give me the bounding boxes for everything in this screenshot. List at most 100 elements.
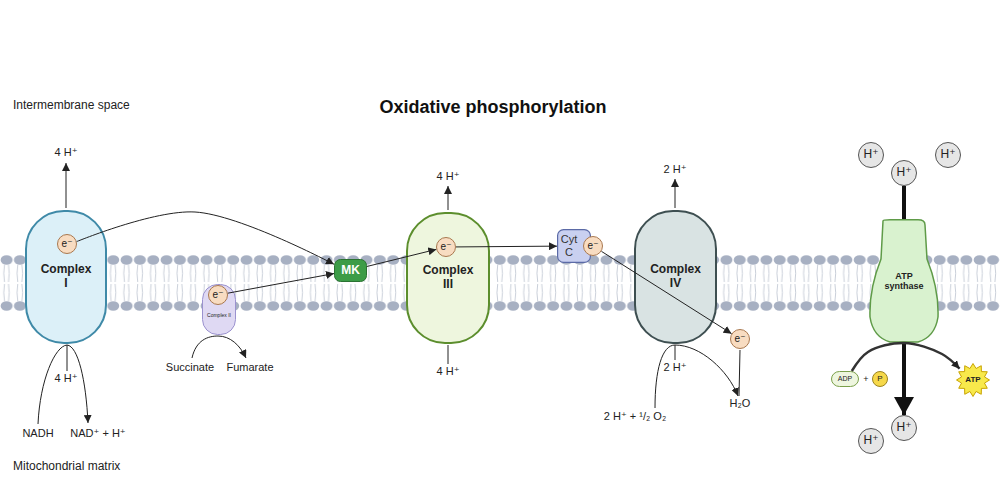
molecule-label: Fumarate	[226, 361, 273, 374]
molecule-pill: ADP	[831, 371, 859, 387]
proton-circle-outline	[936, 143, 961, 168]
molecule-label: Succinate	[166, 361, 214, 374]
carrier-box-outline	[335, 260, 367, 282]
complex-box: Complex I e⁻	[25, 210, 107, 344]
proton-pump-arrow	[448, 186, 449, 210]
electron-circle-outline	[58, 235, 77, 254]
flow-connector	[228, 274, 334, 294]
text-holder: H⁺	[935, 142, 961, 168]
complex-box: Complex IV	[634, 210, 717, 344]
proton-count: 2 H⁺	[664, 163, 687, 176]
proton-circle: H⁺	[891, 415, 917, 441]
carrier-box: MK	[334, 259, 367, 282]
phosphate-circle-outline	[873, 372, 888, 387]
node-text: e⁻	[588, 240, 599, 252]
text-holder: H⁺	[891, 160, 917, 186]
text-holder: H⁺	[891, 415, 917, 441]
node-text: Complex II	[207, 313, 231, 319]
node-text: MK	[341, 264, 360, 278]
molecule-label: NADH	[22, 427, 53, 440]
flow-connector	[902, 343, 906, 415]
node-text: H⁺	[864, 434, 879, 448]
electron-circle: e⁻	[583, 236, 603, 256]
node-text: H⁺	[941, 148, 956, 162]
text-holder: MK	[334, 259, 367, 282]
complex-box-outline	[407, 213, 489, 343]
electron-circle: e⁻	[436, 237, 456, 257]
reaction-arrow	[38, 345, 88, 424]
proton-leader	[675, 345, 676, 360]
proton-circle-outline	[892, 161, 917, 186]
text-holder: Complex III	[406, 212, 490, 344]
enzyme-box: ATP synthase	[868, 219, 940, 343]
electron-circle-outline	[731, 330, 750, 349]
text-holder: e⁻	[730, 329, 750, 349]
proton-leader	[67, 345, 68, 371]
proton-leader	[448, 345, 449, 364]
node-text: H⁺	[897, 166, 912, 180]
node-text: e⁻	[735, 333, 746, 345]
region-label: Mitochondrial matrix	[13, 459, 120, 473]
flow-connector	[852, 343, 960, 371]
proton-circle: H⁺	[891, 160, 917, 186]
proton-circle-outline	[859, 429, 884, 454]
proton-count: 4 H⁺	[55, 146, 78, 159]
text-holder: e⁻	[583, 236, 603, 256]
text-holder: e⁻	[208, 285, 228, 305]
text-holder: Complex I	[25, 210, 107, 344]
node-text: Complex III	[421, 264, 475, 292]
electron-leader	[739, 350, 740, 396]
node-text: e⁻	[62, 238, 73, 250]
text-holder: e⁻	[436, 237, 456, 257]
proton-pump-arrow	[66, 163, 67, 208]
reaction-arrow	[655, 345, 738, 408]
text-holder: H⁺	[858, 428, 884, 454]
flow-connector	[902, 186, 906, 219]
electron-circle-outline	[584, 237, 603, 256]
electron-circle: e⁻	[208, 285, 228, 305]
complex-box-outline	[203, 285, 236, 335]
proton-circle: H⁺	[858, 142, 884, 168]
text-holder: P	[872, 371, 888, 387]
enzyme-box-outline	[870, 220, 938, 342]
proton-circle-outline	[892, 416, 917, 441]
complex-box: Complex III e⁻	[406, 212, 490, 344]
proton-circle-outline	[859, 143, 884, 168]
text-holder: ATP synthase	[868, 219, 940, 343]
text-holder: Complex IV	[634, 210, 717, 344]
molecule-label: NAD⁺ + H⁺	[70, 427, 125, 440]
proton-count: 4 H⁺	[437, 170, 460, 183]
atp-star-outline	[957, 364, 990, 397]
node-text: e⁻	[441, 241, 452, 253]
reaction-label: 2 H⁺ + ¹/₂ O₂	[604, 410, 666, 423]
atp-star: ATP	[955, 363, 991, 397]
text-holder: e⁻	[57, 234, 77, 254]
phosphate-circle: P	[872, 371, 888, 387]
proton-count: 4 H⁺	[55, 372, 78, 385]
node-text: H⁺	[897, 421, 912, 435]
text-holder: H⁺	[858, 142, 884, 168]
node-text: Complex I	[39, 263, 93, 291]
diagram-title: Oxidative phosphorylation	[379, 97, 606, 118]
text-holder: ATP	[955, 363, 991, 397]
node-text: Cyt C	[557, 233, 581, 258]
molecule-label: H₂O	[730, 397, 751, 410]
proton-circle: H⁺	[858, 428, 884, 454]
complex-box-outline	[635, 211, 716, 343]
node-text: H⁺	[864, 148, 879, 162]
reaction-arrow	[192, 336, 246, 358]
node-text: ATP	[965, 375, 980, 384]
node-text: ATP synthase	[882, 271, 926, 292]
proton-circle: H⁺	[935, 142, 961, 168]
carrier-box: Cyt Ce⁻	[557, 229, 591, 263]
region-label: Intermembrane space	[13, 98, 130, 112]
electron-circle-outline	[209, 286, 228, 305]
node-text: e⁻	[213, 289, 224, 301]
node-text: ADP	[838, 375, 852, 383]
proton-count: 2 H⁺	[664, 361, 687, 374]
electron-circle: e⁻	[57, 234, 77, 254]
proton-count: 4 H⁺	[437, 365, 460, 378]
electron-circle-outline	[437, 238, 456, 257]
complex-box-outline	[26, 211, 106, 343]
